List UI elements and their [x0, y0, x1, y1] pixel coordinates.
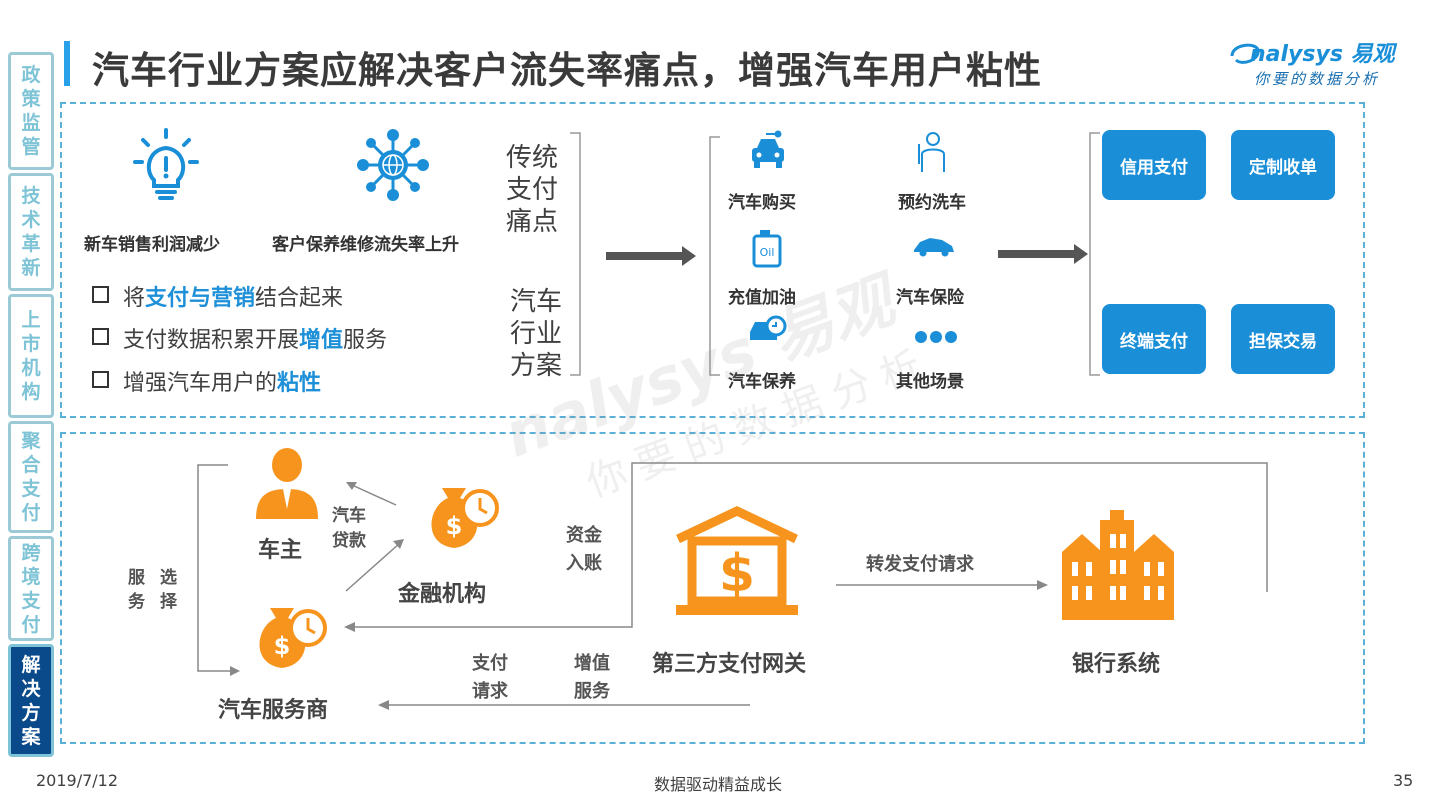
- svg-text:Oil: Oil: [760, 246, 775, 259]
- checkbox-square-icon: [92, 286, 109, 303]
- bullet-item: 增强汽车用户的粘性: [92, 365, 321, 397]
- select-label: 选择: [160, 568, 177, 612]
- payment-gateway-bank-icon: $: [676, 506, 798, 615]
- scene-other: 其他场景: [896, 372, 964, 392]
- nav-tab-listed[interactable]: 上市机构: [8, 294, 54, 418]
- nav-tab-label: 跨境支付: [21, 541, 41, 636]
- scene-refuel: 充值加油: [728, 288, 796, 308]
- pain-profit-label: 新车销售利润减少: [84, 235, 220, 255]
- scene-car-wash: 预约洗车: [898, 193, 966, 213]
- nav-tab-technology[interactable]: 技术革新: [8, 173, 54, 291]
- fund-entry-label: 资金入账: [566, 525, 602, 574]
- nav-tab-policy[interactable]: 政策监管: [8, 52, 54, 170]
- gateway-label: 第三方支付网关: [652, 652, 807, 677]
- nav-tab-label: 聚合支付: [21, 430, 41, 524]
- logo-brand: nalysys 易观: [1250, 42, 1395, 67]
- service-label: 服务: [128, 568, 145, 612]
- pain-churn-label: 客户保养维修流失率上升: [272, 235, 459, 255]
- top-connectors: [570, 132, 1100, 376]
- lightbulb-icon: [133, 128, 199, 200]
- nav-tab-solution[interactable]: 解决方案: [8, 644, 54, 757]
- page-title: 汽车行业方案应解决客户流失率痛点，增强汽车用户粘性: [92, 49, 1042, 92]
- bullet-item: 将支付与营销结合起来: [92, 280, 343, 312]
- svg-text:$: $: [719, 544, 755, 604]
- logo-tagline: 你要的数据分析: [1254, 70, 1381, 88]
- svg-text:$: $: [446, 512, 463, 540]
- sports-car-icon: [914, 238, 954, 257]
- logo: nalysys 易观 你要的数据分析: [1228, 34, 1408, 90]
- nav-tab-label: 技术革新: [21, 185, 41, 279]
- checkbox-square-icon: [92, 371, 109, 388]
- svg-text:$: $: [274, 632, 291, 660]
- top-panel: [60, 102, 1365, 418]
- bullet-item: 支付数据积累开展增值服务: [92, 322, 387, 354]
- checkbox-square-icon: [92, 328, 109, 345]
- value-added-label: 增值服务: [574, 653, 610, 702]
- flow-connectors: [197, 462, 1268, 710]
- bottom-panel: [60, 432, 1365, 744]
- car-wash-worker-icon: [918, 132, 945, 172]
- bank-buildings-icon: [1062, 510, 1174, 620]
- money-bag-clock-icon: $: [259, 608, 327, 668]
- pay-request-label: 支付请求: [472, 653, 508, 702]
- oil-can-icon: Oil: [752, 230, 782, 268]
- service-provider-label: 汽车服务商: [218, 698, 329, 723]
- money-bag-clock-icon: $: [431, 488, 499, 548]
- scene-maintenance: 汽车保养: [728, 372, 796, 392]
- car-loan-label: 汽车贷款: [332, 506, 366, 551]
- finance-institution-label: 金融机构: [398, 582, 487, 607]
- car-owner-person-icon: [256, 448, 318, 519]
- logo-swoosh-icon: [1230, 43, 1260, 64]
- nav-tab-cross-border[interactable]: 跨境支付: [8, 536, 54, 641]
- footer-slogan: 数据驱动精益成长: [654, 775, 783, 794]
- page-number: 35: [1393, 771, 1414, 790]
- more-dots-icon: [915, 331, 957, 343]
- car-maintenance-icon: [750, 315, 787, 340]
- escrow-trade-button[interactable]: 担保交易: [1231, 304, 1335, 374]
- scene-car-purchase: 汽车购买: [728, 193, 796, 213]
- scene-insurance: 汽车保险: [896, 288, 964, 308]
- network-globe-icon: [357, 129, 429, 201]
- footer-date: 2019/7/12: [36, 771, 119, 790]
- bank-system-label: 银行系统: [1072, 652, 1161, 677]
- traditional-pain-label: 传统支付痛点: [505, 143, 558, 237]
- nav-tab-label: 政策监管: [21, 64, 41, 158]
- forward-request-label: 转发支付请求: [866, 554, 974, 575]
- terminal-pay-button[interactable]: 终端支付: [1102, 304, 1206, 374]
- nav-tab-label: 解决方案: [21, 653, 41, 748]
- nav-tab-aggregate-payment[interactable]: 聚合支付: [8, 421, 54, 533]
- title-accent-bar: [64, 41, 70, 86]
- nav-tab-label: 上市机构: [21, 309, 41, 403]
- custom-acquiring-button[interactable]: 定制收单: [1231, 130, 1335, 200]
- car-key-icon: [752, 130, 784, 168]
- credit-pay-button[interactable]: 信用支付: [1102, 130, 1206, 200]
- auto-solution-label: 汽车行业方案: [509, 287, 562, 381]
- car-owner-label: 车主: [258, 538, 303, 563]
